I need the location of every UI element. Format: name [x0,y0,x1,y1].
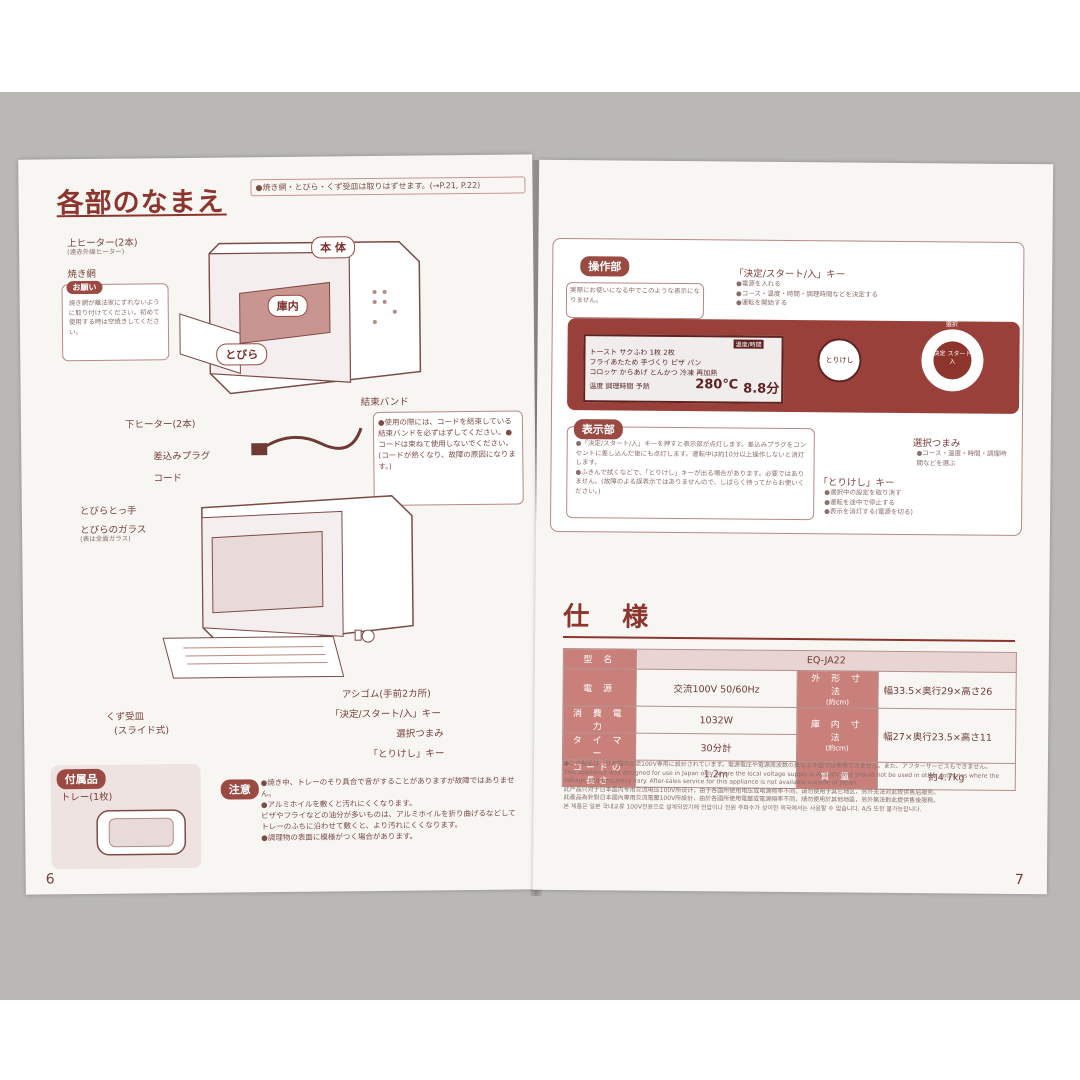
cancel-title: 「とりけし」キー [818,477,895,489]
dial-arc-label: 選択 [945,321,958,329]
caution-text: ●焼き中、トレーのそり具合で音がすることがありますが故障ではありません。 ●アル… [261,774,524,843]
spec-header: 庫 内 寸 法(約cm) [796,707,878,763]
caution-line: ピザやフライなどの油分が多いものは、アルミホイルを折り曲げるなどしてトレーのふち… [261,808,516,832]
lcd-time: 8.8分 [743,381,780,397]
caution-line: ●調理物の表面に模様がつく場合があります。 [261,831,418,843]
request-title: お願い [66,280,103,295]
cord-label: コード [153,473,183,485]
cancel-note: ●選択中の設定を取り消す [824,488,902,497]
spec-value: 30分計 [635,733,797,762]
dial-notes: ●コース・温度・時間・調理時間などを選ぶ [916,449,1007,467]
spec-footnotes: ●この製品は、日本国内交流100V専用に設計されています。電源電圧や電源周波数の… [564,760,1014,815]
panel-note: 実際にお使いになる中でこのような表示になりません。 [565,282,705,320]
start-button[interactable]: 決定 スタート 入 [933,341,972,380]
lower-heater-label: 下ヒーター(2本) [124,418,196,431]
spec-header: 電 源 [562,668,637,707]
page-number-right: 7 [1014,871,1024,889]
spec-header: 型 名 [563,648,637,670]
band-label: 結束バンド [360,396,409,409]
cancel-note: ●表示を消灯する(電源を切る) [824,507,913,517]
crumb-tray-label: くず受皿 [105,711,145,723]
spec-header-text: 外 形 寸 法 [811,674,865,698]
cord-illustration [251,427,363,456]
spec-value: 1032W [635,706,797,735]
tray-illustration [96,809,187,856]
spec-value: 幅33.5×奥行29×高さ26 [877,671,1017,710]
start-key-notes: ●電源を入れる ●コース・温度・時間・調理時間などを決定する ●運転を開始する [736,279,878,309]
lcd-display: トースト サクふわ 1枚 2枚 フライあたため 手づくり ピザ パン コロッケ … [583,334,784,404]
lcd-row: 温度 調理時間 予熱 [589,382,650,391]
upper-heater-sub: (遠赤外線ヒーター) [67,247,125,257]
spec-header-sub: (約cm) [825,698,850,707]
accessory-title: 付属品 [56,768,106,790]
dial-label: 選択つまみ [396,728,444,740]
request-box: お願い 焼き網が離法家にずれないように取り付けてください。初めて使用する時は空焼… [61,280,170,362]
page-number-left: 6 [45,871,55,888]
display-note: ●「決定/スタート/入」キーを押すと表示部が点灯します。差込みプラグをコンセント… [575,439,807,467]
spec-value: 交流100V 50/60Hz [635,669,798,708]
display-title: 表示部 [573,419,623,440]
crumb-tray-sub: (スライド式) [114,725,170,737]
spec-header: 外 形 寸 法(約cm) [796,670,879,709]
spec-header-sub: (約cm) [825,743,849,752]
start-key-note: ●運転を開始する [735,298,788,307]
spec-title: 仕 様 [563,601,661,633]
display-section: 表示部 ●「決定/スタート/入」キーを押すと表示部が点灯します。差込みプラグをコ… [566,419,815,521]
display-notes: ●「決定/スタート/入」キーを押すと表示部が点灯します。差込みプラグをコンセント… [575,439,807,498]
cancel-key-label: 「とりけし」キー [368,748,445,761]
oven-illustration-bottom [162,495,414,679]
start-key-title: 「決定/スタート/入」キー [734,268,846,281]
lcd-badge: 温度/時間 [733,339,764,349]
caution-title: 注意 [220,779,259,800]
feet-label: アシゴム(手前2カ所) [341,688,431,701]
spec-value: 幅27×奥行23.5×高さ11 [877,708,1016,764]
selection-dial[interactable]: 決定 スタート 入 [921,329,984,392]
body-label: 本 体 [310,236,356,259]
cancel-button[interactable]: とりけし [817,338,862,383]
spec-header: 消 費 電 力 [562,705,636,734]
control-panel: トースト サクふわ 1枚 2枚 フライあたため 手づくり ピザ パン コロッケ … [567,318,1020,414]
grill-label: 焼き網 [67,268,96,281]
caution-line: ●焼き中、トレーのそり具合で音がすることがありますが故障ではありません。 [260,775,515,799]
dial-title: 選択つまみ [912,438,961,450]
door-glass-sub: (表は全面ガラス) [80,534,131,544]
lcd-temp: 280℃ [695,377,739,393]
right-page: 操作部 実際にお使いになる中でこのような表示になりません。 「決定/スタート/入… [532,159,1054,895]
panel-title: 操作部 [580,256,630,277]
accessory-box: 付属品 トレー(1枚) [50,763,202,870]
left-page: 各部のなまえ ●焼き網・とびら・くず受皿は取りはずせます。(→P.21, P.2… [18,154,540,895]
accessory-item: トレー(1枚) [60,791,113,804]
spec-underline [563,635,1016,642]
display-note: ●ふきんで拭くなどで、「とりけし」キーが出る場合があります。必要ではありません。… [575,467,805,495]
door-handle-label: とびらとっ手 [79,505,137,518]
cancel-notes: ●選択中の設定を取り消す ●運転を途中で停止する ●表示を消灯する(電源を切る) [824,488,913,517]
plug-label: 差込みプラグ [153,450,211,463]
chamber-label: 庫内 [267,294,308,318]
removable-parts-note: ●焼き網・とびら・くず受皿は取りはずせます。(→P.21, P.22) [250,176,526,197]
spec-header-text: 庫 内 寸 法 [810,719,864,743]
spec-header: タ イ マ ー [562,732,636,761]
start-key-label: 「決定/スタート/入」キー [329,708,441,721]
request-text: 焼き網が離法家にずれないように取り付けてください。初めて使用する時は空焼きしてく… [68,298,160,336]
start-key-note: ●電源を入れる [736,279,781,288]
door-label: とびら [216,343,268,366]
